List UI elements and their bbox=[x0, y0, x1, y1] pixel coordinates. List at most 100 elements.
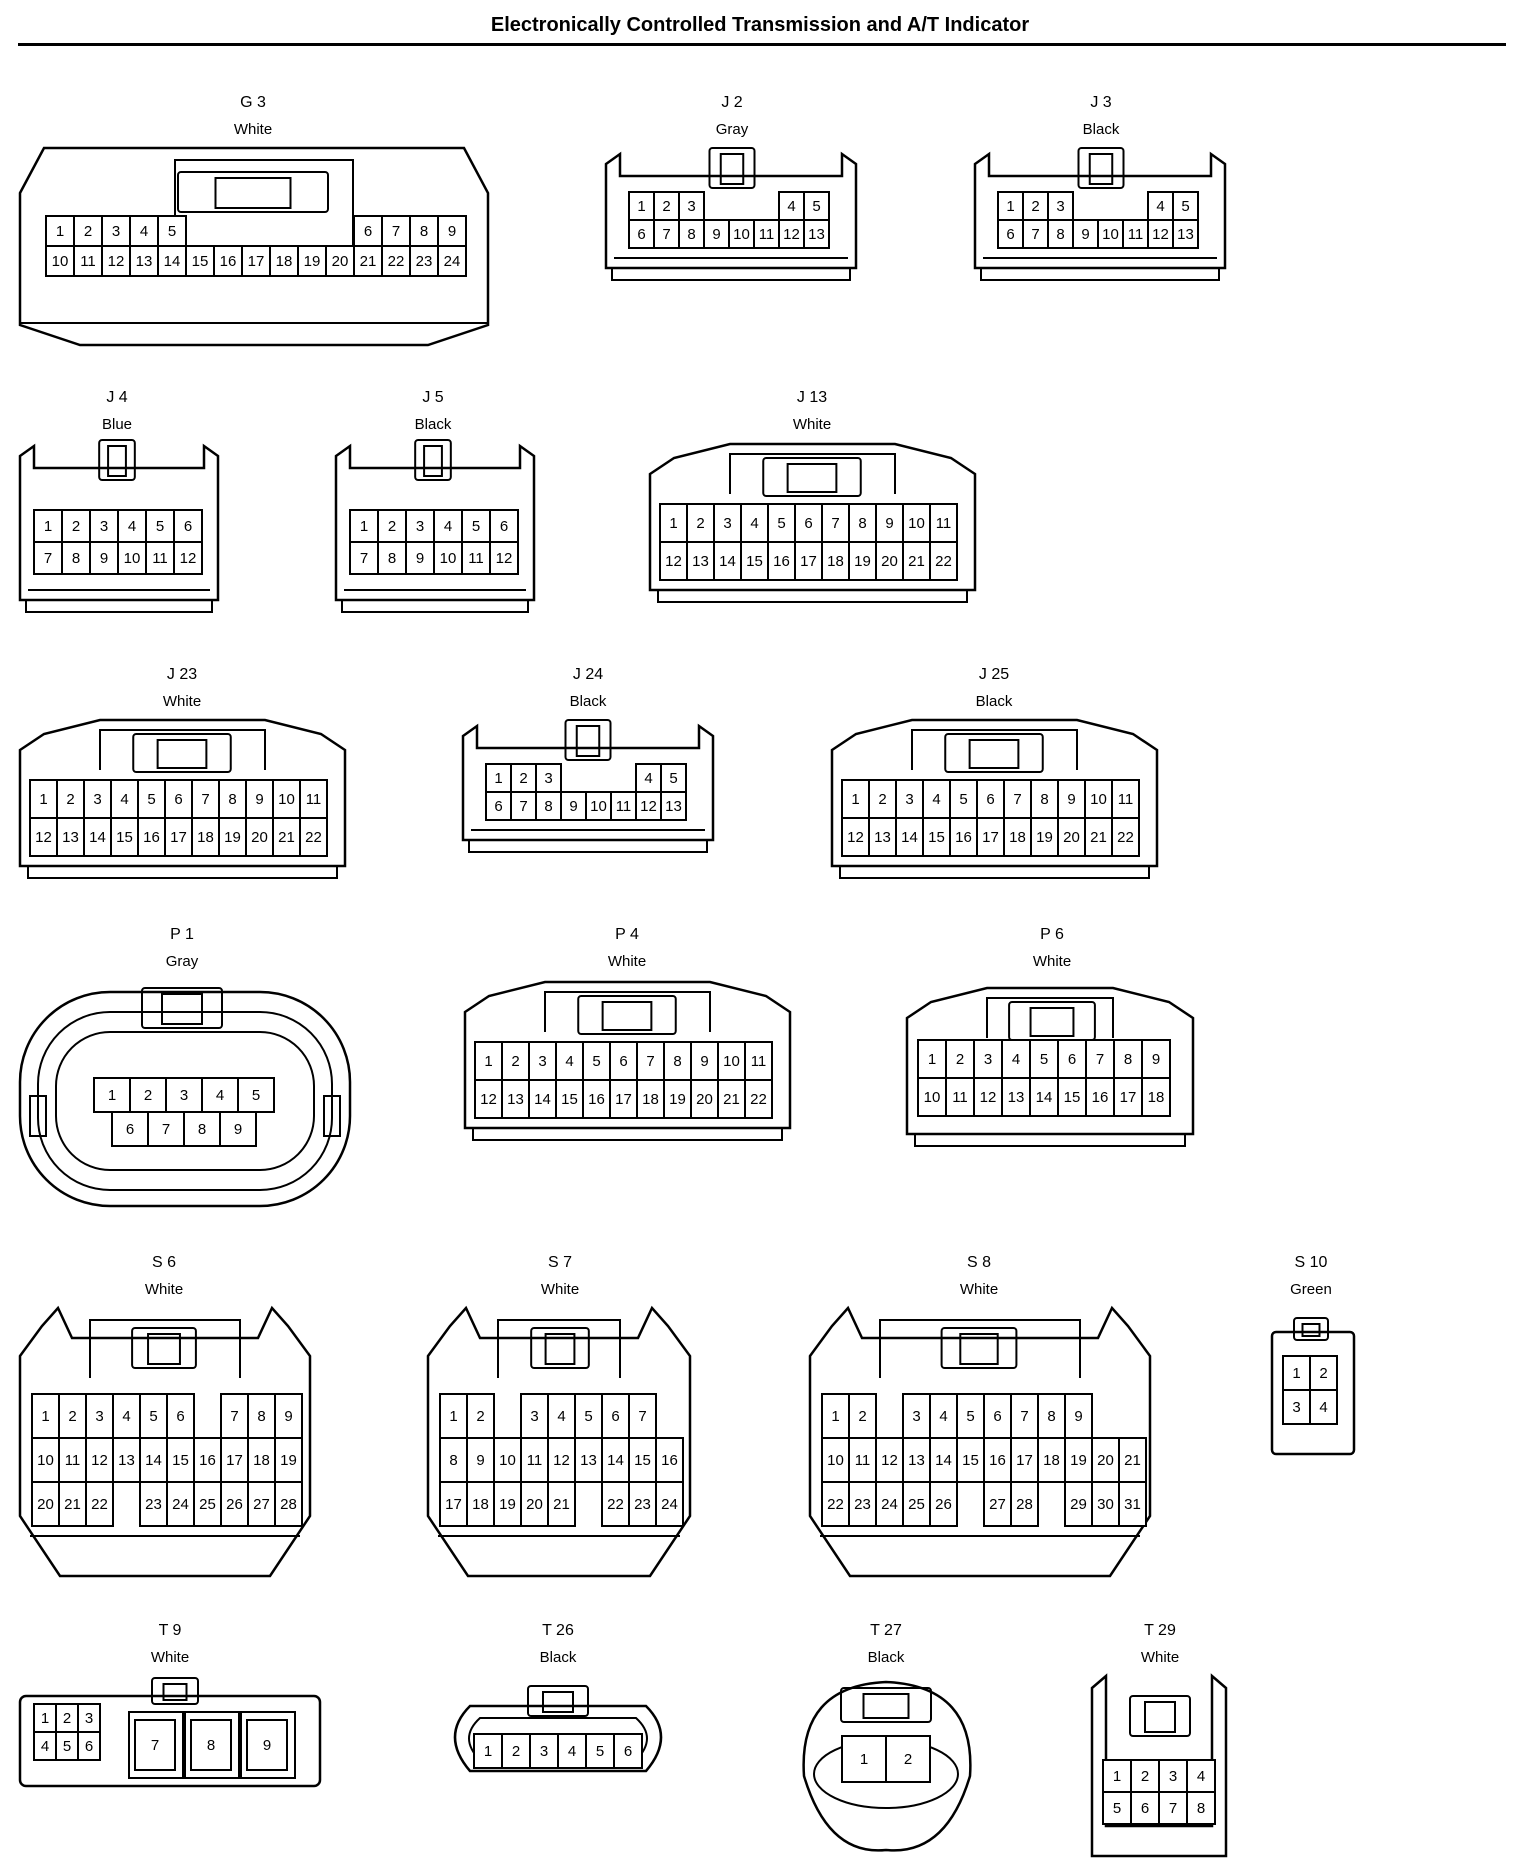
pin-s7-21: 21 bbox=[547, 1481, 576, 1527]
connector-color: White bbox=[234, 121, 272, 138]
pin-s8-26: 26 bbox=[929, 1481, 958, 1527]
pin-number: 16 bbox=[955, 829, 972, 846]
pin-number: 5 bbox=[168, 223, 176, 240]
connector-label: P 4 bbox=[615, 926, 639, 943]
pin-p4-9: 9 bbox=[690, 1041, 719, 1081]
pin-number: 1 bbox=[1113, 1768, 1121, 1785]
pin-number: 4 bbox=[1319, 1399, 1327, 1416]
pin-t27-2: 2 bbox=[885, 1735, 931, 1783]
pin-number: 9 bbox=[100, 550, 108, 567]
pin-t26-2: 2 bbox=[501, 1733, 531, 1769]
pin-number: 17 bbox=[226, 1452, 243, 1469]
pin-g3-21: 21 bbox=[353, 245, 383, 277]
pin-number: 9 bbox=[476, 1452, 484, 1469]
pin-number: 9 bbox=[284, 1408, 292, 1425]
pin-j25-22: 22 bbox=[1111, 817, 1140, 857]
pin-s8-9: 9 bbox=[1064, 1393, 1093, 1439]
pin-number: 1 bbox=[449, 1408, 457, 1425]
pin-number: 3 bbox=[1292, 1399, 1300, 1416]
pin-j23-10: 10 bbox=[272, 779, 301, 819]
connector-label: P 6 bbox=[1040, 926, 1064, 943]
pin-s7-7: 7 bbox=[628, 1393, 657, 1439]
pin-g3-10: 10 bbox=[45, 245, 75, 277]
pin-j25-20: 20 bbox=[1057, 817, 1086, 857]
pin-number: 4 bbox=[1156, 198, 1164, 215]
pin-j25-19: 19 bbox=[1030, 817, 1059, 857]
pin-number: 20 bbox=[332, 253, 349, 270]
pin-number: 7 bbox=[831, 515, 839, 532]
pin-s8-15: 15 bbox=[956, 1437, 985, 1483]
pin-number: 22 bbox=[750, 1091, 767, 1108]
pin-s6-21: 21 bbox=[58, 1481, 87, 1527]
pin-number: 10 bbox=[908, 515, 925, 532]
pin-number: 5 bbox=[1181, 198, 1189, 215]
pin-number: 14 bbox=[1036, 1089, 1053, 1106]
pin-number: 6 bbox=[611, 1408, 619, 1425]
pin-number: 23 bbox=[854, 1496, 871, 1513]
pin-number: 12 bbox=[553, 1452, 570, 1469]
pin-j23-15: 15 bbox=[110, 817, 139, 857]
pin-j5-7: 7 bbox=[349, 541, 379, 575]
pin-g3-11: 11 bbox=[73, 245, 103, 277]
pin-number: 12 bbox=[108, 253, 125, 270]
pin-p4-1: 1 bbox=[474, 1041, 503, 1081]
pin-number: 3 bbox=[93, 791, 101, 808]
pin-t29-8: 8 bbox=[1186, 1791, 1216, 1825]
pin-number: 8 bbox=[1197, 1800, 1205, 1817]
connector-color: Gray bbox=[166, 953, 199, 970]
pin-s6-5: 5 bbox=[139, 1393, 168, 1439]
pin-number: 7 bbox=[151, 1737, 159, 1754]
pin-p4-17: 17 bbox=[609, 1079, 638, 1119]
pin-number: 2 bbox=[1319, 1365, 1327, 1382]
pin-g3-6: 6 bbox=[353, 215, 383, 247]
pin-j3-8: 8 bbox=[1047, 219, 1074, 249]
pin-number: 5 bbox=[959, 791, 967, 808]
connector-label: J 4 bbox=[106, 389, 127, 406]
pin-number: 18 bbox=[642, 1091, 659, 1108]
pin-p4-2: 2 bbox=[501, 1041, 530, 1081]
pin-number: 7 bbox=[230, 1408, 238, 1425]
pin-number: 4 bbox=[120, 791, 128, 808]
pin-j13-15: 15 bbox=[740, 541, 769, 581]
pin-j13-11: 11 bbox=[929, 503, 958, 543]
pin-s7-19: 19 bbox=[493, 1481, 522, 1527]
pin-number: 2 bbox=[1141, 1768, 1149, 1785]
connector-color: White bbox=[1033, 953, 1071, 970]
pin-number: 5 bbox=[812, 198, 820, 215]
pin-j23-8: 8 bbox=[218, 779, 247, 819]
pin-t9-6: 6 bbox=[77, 1731, 101, 1761]
connector-color: White bbox=[151, 1649, 189, 1666]
pin-number: 22 bbox=[935, 553, 952, 570]
pin-j25-13: 13 bbox=[868, 817, 897, 857]
pin-s7-14: 14 bbox=[601, 1437, 630, 1483]
pin-s7-11: 11 bbox=[520, 1437, 549, 1483]
connector-color: Black bbox=[540, 1649, 577, 1666]
pin-g3-14: 14 bbox=[157, 245, 187, 277]
pin-s6-24: 24 bbox=[166, 1481, 195, 1527]
pin-s6-16: 16 bbox=[193, 1437, 222, 1483]
pin-p6-16: 16 bbox=[1085, 1077, 1115, 1117]
pin-g3-1: 1 bbox=[45, 215, 75, 247]
pin-t26-5: 5 bbox=[585, 1733, 615, 1769]
pin-number: 4 bbox=[444, 518, 452, 535]
pin-number: 6 bbox=[364, 223, 372, 240]
pin-j23-22: 22 bbox=[299, 817, 328, 857]
pin-j4-2: 2 bbox=[61, 509, 91, 543]
pin-t29-1: 1 bbox=[1102, 1759, 1132, 1793]
pin-p1-6: 6 bbox=[111, 1111, 149, 1147]
pin-number: 7 bbox=[1169, 1800, 1177, 1817]
pin-j5-2: 2 bbox=[377, 509, 407, 543]
pin-number: 1 bbox=[484, 1053, 492, 1070]
pin-j23-2: 2 bbox=[56, 779, 85, 819]
pin-j13-18: 18 bbox=[821, 541, 850, 581]
pin-s6-28: 28 bbox=[274, 1481, 303, 1527]
pin-number: 18 bbox=[1043, 1452, 1060, 1469]
pin-number: 22 bbox=[91, 1496, 108, 1513]
pin-p6-18: 18 bbox=[1141, 1077, 1171, 1117]
pin-number: 17 bbox=[1120, 1089, 1137, 1106]
pin-number: 12 bbox=[847, 829, 864, 846]
